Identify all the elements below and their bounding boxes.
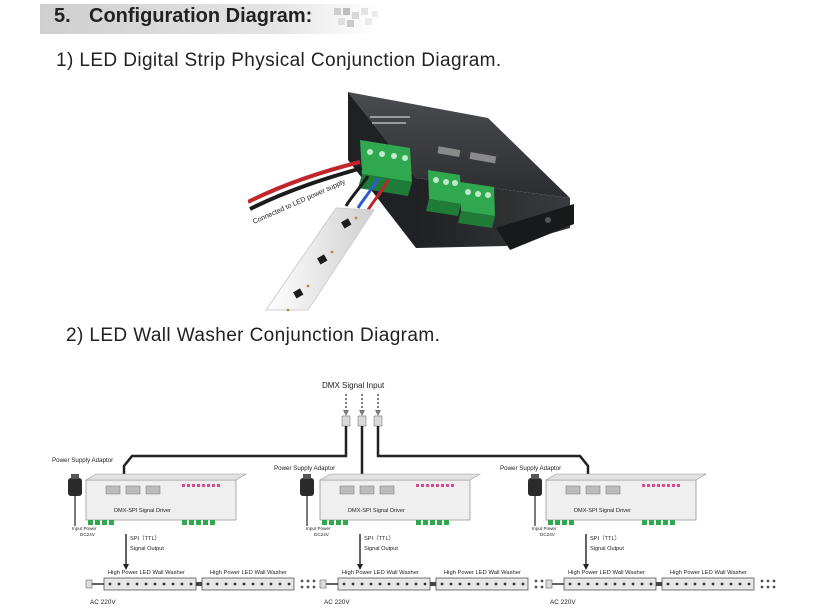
wall-washer-label: High Power LED Wall Washer — [444, 570, 521, 576]
power-wire-red — [248, 160, 361, 204]
input-power-label: Input Power — [532, 526, 557, 531]
spi-label: SPI（TTL） — [130, 535, 160, 542]
driver-label: DMX-SPI Signal Driver — [348, 508, 405, 514]
driver-label: DMX-SPI Signal Driver — [574, 508, 631, 514]
driver-label: DMX-SPI Signal Driver — [114, 508, 171, 514]
dmx-in-terminal-block — [426, 170, 461, 216]
power-adaptor-icon — [528, 478, 542, 496]
wall-washer-label: High Power LED Wall Washer — [568, 570, 645, 576]
dmx-cable-left — [122, 426, 348, 482]
power-adaptor-icon — [300, 478, 314, 496]
input-power-label: Input Power — [72, 526, 97, 531]
ac-voltage-label: AC 220V — [550, 599, 576, 606]
spi-label: SPI（TTL） — [364, 535, 394, 542]
header-decoration — [334, 8, 378, 27]
wall-washer-label: High Power LED Wall Washer — [210, 570, 287, 576]
section-header-bar — [40, 4, 376, 34]
ac-voltage-label: AC 220V — [90, 599, 116, 606]
power-supply-label: Power Supply Adaptor — [52, 457, 113, 464]
case-top — [348, 92, 570, 198]
section-number: 5. — [54, 5, 71, 27]
dmx-out-terminal-block — [458, 182, 495, 228]
power-adaptor-icon — [68, 478, 82, 496]
power-terminal-block — [358, 140, 412, 196]
section-title: Configuration Diagram: — [89, 5, 313, 27]
wall-washer-label: High Power LED Wall Washer — [670, 570, 747, 576]
dmx-cable-right — [376, 426, 590, 482]
ac-plug-icon — [319, 579, 327, 589]
input-voltage-label: DC24V — [80, 532, 96, 537]
input-power-label: Input Power — [306, 526, 331, 531]
signal-output-label: Signal Output — [130, 546, 164, 552]
ac-plug-icon — [85, 579, 93, 589]
subsection-title-strip: 1) LED Digital Strip Physical Conjunctio… — [56, 50, 502, 71]
ac-voltage-label: AC 220V — [324, 599, 350, 606]
wall-washer-label: High Power LED Wall Washer — [108, 570, 185, 576]
wall-washer-label: High Power LED Wall Washer — [342, 570, 419, 576]
dmx-input-label: DMX Signal Input — [322, 381, 385, 390]
input-voltage-label: DC24V — [314, 532, 330, 537]
mount-flange — [496, 204, 574, 250]
device-photo: Connected to LED power supply — [248, 92, 574, 312]
signal-output-label: Signal Output — [364, 546, 398, 552]
wall-washer-wiring-diagram: DMX Signal Input Power Supply AdaptorDMX… — [52, 381, 776, 606]
signal-output-label: Signal Output — [590, 546, 624, 552]
spi-label: SPI（TTL） — [590, 535, 620, 542]
ac-plug-icon — [545, 579, 553, 589]
input-voltage-label: DC24V — [540, 532, 556, 537]
subsection-title-washer: 2) LED Wall Washer Conjunction Diagram. — [66, 325, 441, 346]
power-supply-label: Power Supply Adaptor — [500, 465, 561, 472]
power-supply-label: Power Supply Adaptor — [274, 465, 335, 472]
power-wire-black — [249, 166, 363, 211]
